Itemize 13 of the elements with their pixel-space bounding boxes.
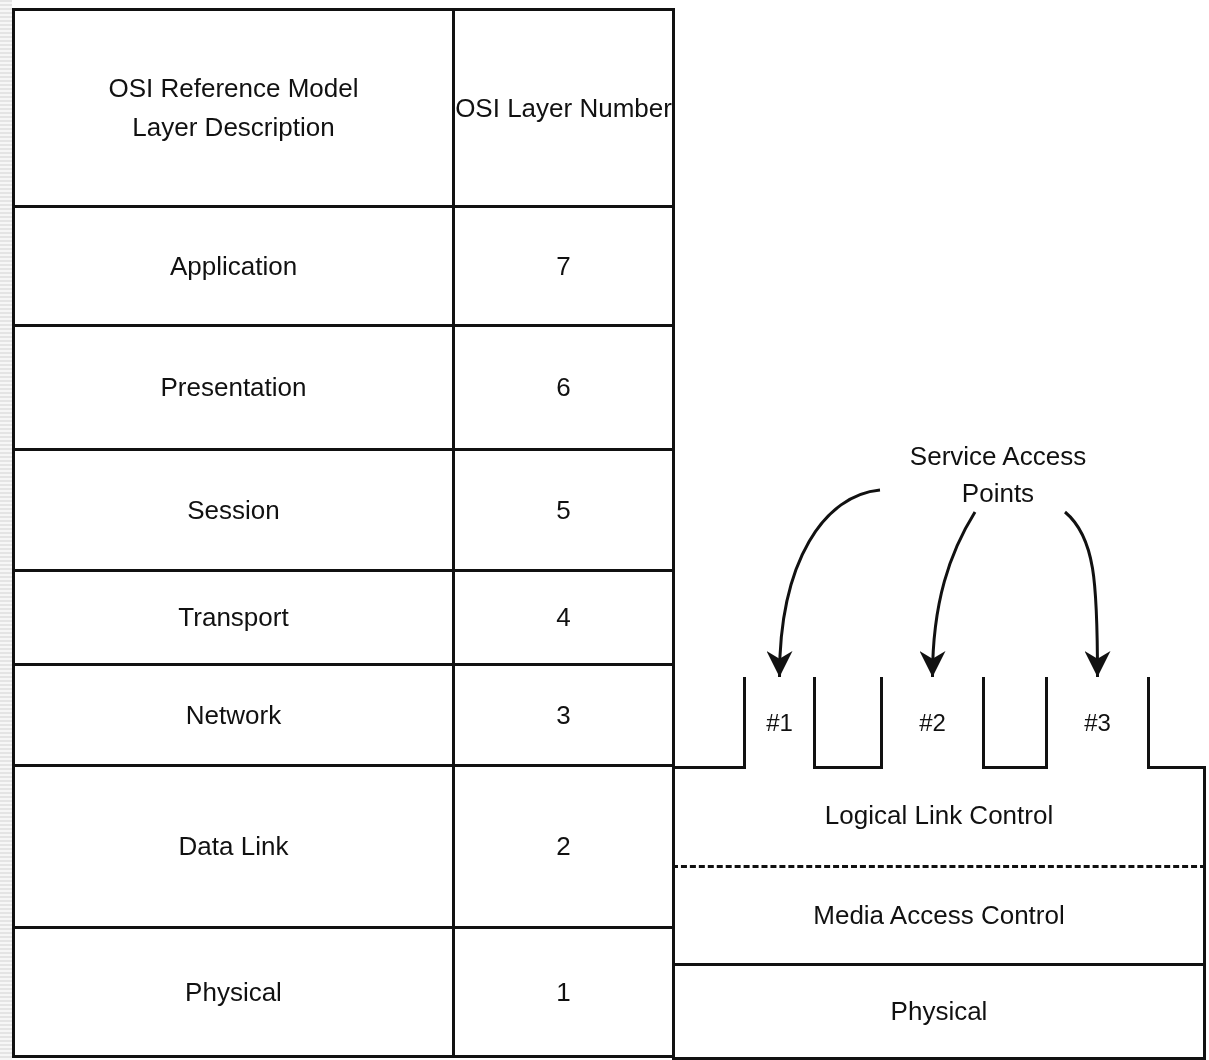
sublayer-box: Logical Link Control (672, 766, 1206, 867)
arrow (1063, 510, 1111, 677)
access-point-tab: #2 (880, 677, 985, 769)
access-point-tab: #1 (743, 677, 816, 769)
arrow (920, 511, 977, 678)
arrow (767, 488, 881, 678)
layer-name-cell: Physical (12, 926, 455, 1058)
column-header: OSI Reference Model Layer Description (12, 8, 455, 208)
access-point-tab: #3 (1045, 677, 1150, 769)
callout-text: Service Access Points (880, 438, 1116, 512)
layer-box: Physical (672, 963, 1206, 1060)
column-header: OSI Layer Number (452, 8, 675, 208)
sublayer-box: Media Access Control (672, 865, 1206, 966)
